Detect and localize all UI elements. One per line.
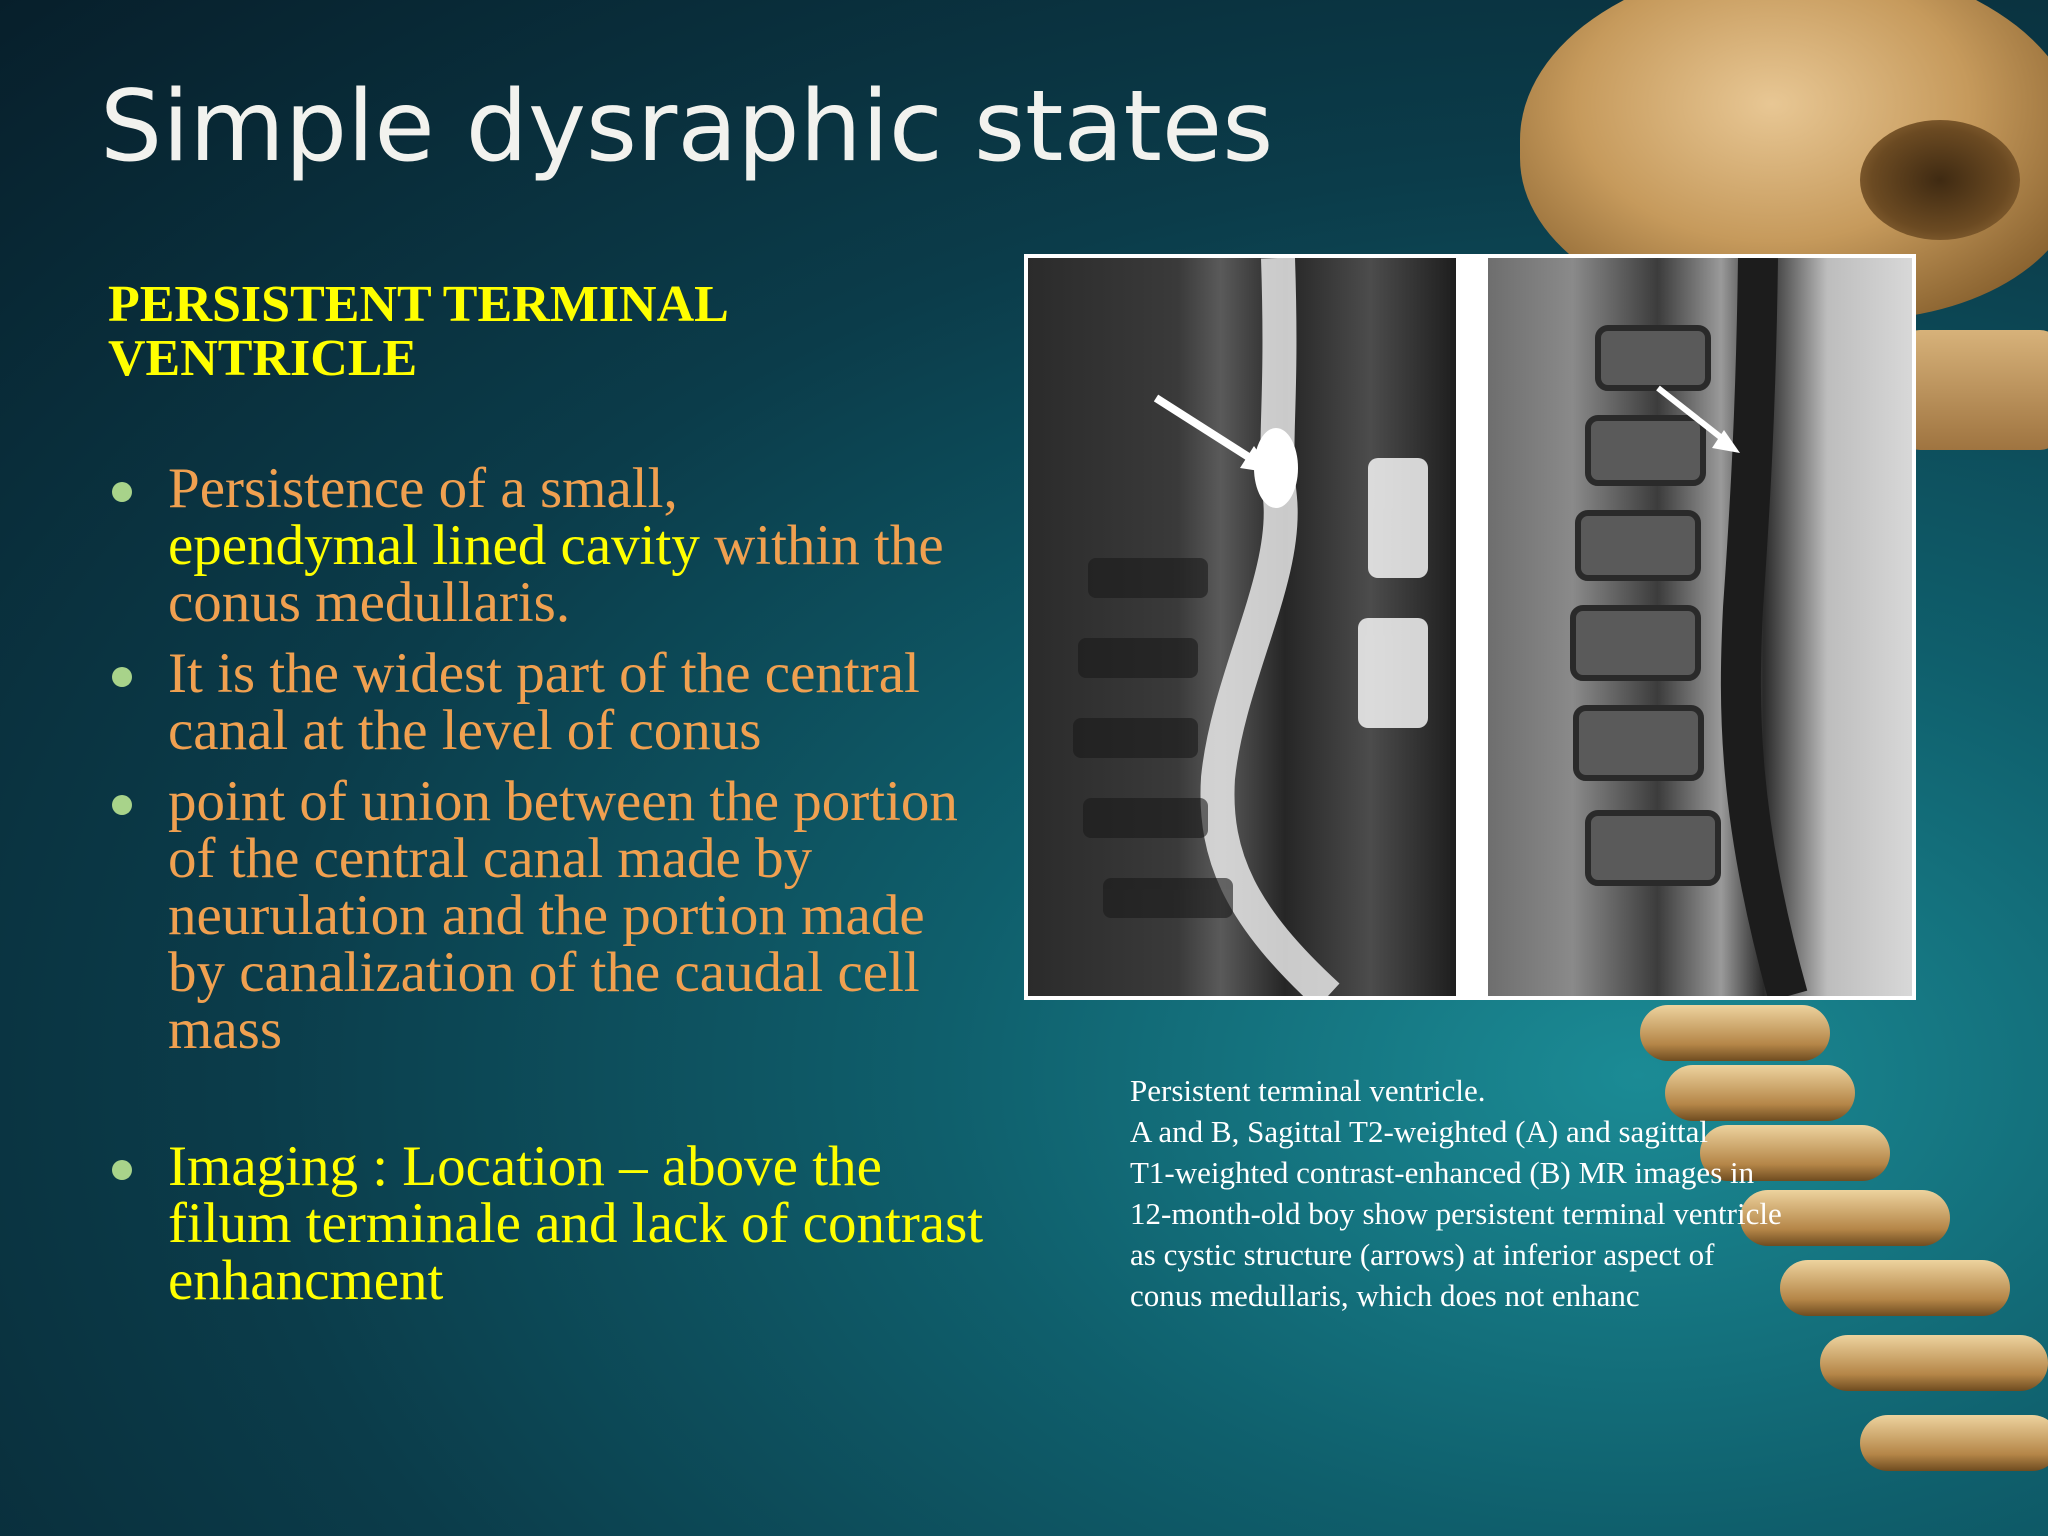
- bullet-4-text: Imaging : Location – above the filum ter…: [168, 1135, 984, 1312]
- caption-line: as cystic structure (arrows) at inferior…: [1130, 1237, 1715, 1272]
- vertebra: [1740, 1190, 1950, 1246]
- vertebra: [1820, 1335, 2048, 1391]
- bullet-list: Persistence of a small, ependymal lined …: [108, 460, 988, 1323]
- bullet-dot-icon: [112, 667, 132, 687]
- bullet-item-1: Persistence of a small, ependymal lined …: [108, 460, 988, 631]
- subheading-line-1: PERSISTENT TERMINAL: [108, 276, 729, 333]
- bullet-1-text-a: Persistence of a small,: [168, 457, 678, 520]
- subheading: PERSISTENT TERMINAL VENTRICLE: [108, 278, 808, 386]
- bullet-dot-icon: [112, 482, 132, 502]
- mri-panel-a-drawing: [1073, 258, 1428, 996]
- skull-jaw: [1900, 330, 2048, 450]
- skull-eye-socket: [1860, 120, 2020, 240]
- arrow-icon: [1656, 385, 1740, 453]
- caption-line: conus medullaris, which does not enhanc: [1130, 1278, 1640, 1313]
- vertebra: [1780, 1260, 2010, 1316]
- bullet-item-3: point of union between the portion of th…: [108, 773, 988, 1058]
- bullet-1-text-b: ependymal lined cavity: [168, 514, 700, 577]
- mri-panel-b-drawing: [1570, 258, 1808, 996]
- figure-caption: Persistent terminal ventricle. A and B, …: [1130, 1070, 1950, 1316]
- mri-panel-b: [1488, 258, 1912, 996]
- vertebra: [1665, 1065, 1855, 1121]
- caption-line: T1-weighted contrast-enhanced (B) MR ima…: [1130, 1155, 1755, 1190]
- vertebra: [1640, 1005, 1830, 1061]
- vertebra: [1700, 1125, 1890, 1181]
- subheading-line-2: VENTRICLE: [108, 330, 418, 387]
- bullet-dot-icon: [112, 795, 132, 815]
- caption-line: 12-month-old boy show persistent termina…: [1130, 1196, 1782, 1231]
- bullet-item-4: Imaging : Location – above the filum ter…: [108, 1138, 988, 1309]
- bullet-2-text: It is the widest part of the central can…: [168, 642, 920, 762]
- caption-line: A and B, Sagittal T2-weighted (A) and sa…: [1130, 1114, 1708, 1149]
- slide-title: Simple dysraphic states: [100, 70, 1274, 184]
- bullet-1-text-c: within the conus medullaris.: [168, 514, 944, 634]
- caption-line: Persistent terminal ventricle.: [1130, 1073, 1486, 1108]
- mri-panel-a: [1028, 258, 1456, 996]
- arrow-icon: [1153, 394, 1273, 473]
- bullet-3-text: point of union between the portion of th…: [168, 770, 958, 1061]
- bullet-item-2: It is the widest part of the central can…: [108, 645, 988, 759]
- bullet-dot-icon: [112, 1160, 132, 1180]
- vertebra: [1860, 1415, 2048, 1471]
- mri-figure: [1024, 254, 1916, 1000]
